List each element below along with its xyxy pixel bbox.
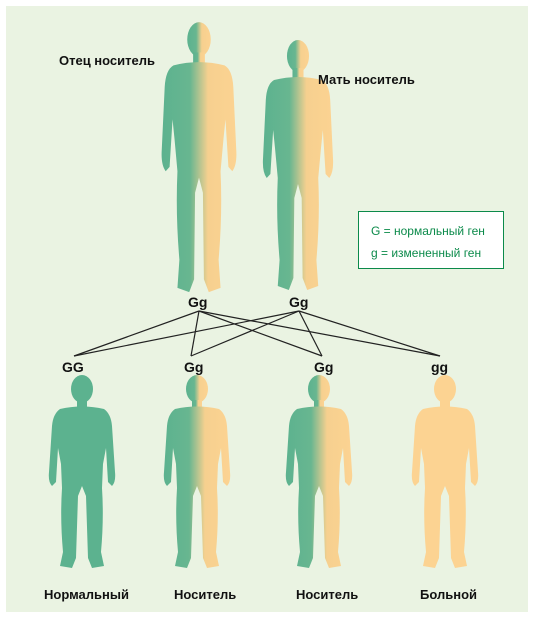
line-mother-gg1 [73, 310, 300, 357]
child-figure-3 [285, 375, 353, 568]
child-1-genotype: GG [62, 359, 84, 375]
line-father-gg3 [198, 310, 323, 357]
line-mother-gg4 [298, 310, 441, 357]
child-figure-2 [163, 375, 231, 568]
legend-changed-gene: g = измененный ген [371, 246, 482, 260]
father-label: Отец носитель [59, 53, 156, 68]
father-genotype: Gg [188, 294, 208, 310]
child-2-label: Носитель [174, 587, 237, 602]
child-figure-4 [411, 375, 479, 568]
child-4-genotype: gg [431, 359, 449, 375]
line-mother-gg2 [190, 310, 300, 357]
child-1-label: Нормальный [44, 587, 129, 602]
inheritance-lines [73, 310, 441, 357]
gene-legend: G = нормальный ген g = измененный ген [358, 211, 504, 269]
child-3-genotype: Gg [314, 359, 334, 375]
child-4-label: Больной [420, 587, 477, 602]
line-father-gg2 [190, 310, 200, 357]
child-figure-1 [48, 375, 116, 568]
mother-genotype: Gg [289, 294, 309, 310]
line-mother-gg3 [298, 310, 323, 357]
line-father-gg4 [198, 310, 441, 357]
child-2-genotype: Gg [184, 359, 204, 375]
child-3-label: Носитель [296, 587, 359, 602]
mother-label: Мать носитель [318, 72, 415, 87]
legend-normal-gene: G = нормальный ген [371, 224, 485, 238]
father-figure [161, 22, 237, 293]
line-father-gg1 [73, 310, 200, 357]
